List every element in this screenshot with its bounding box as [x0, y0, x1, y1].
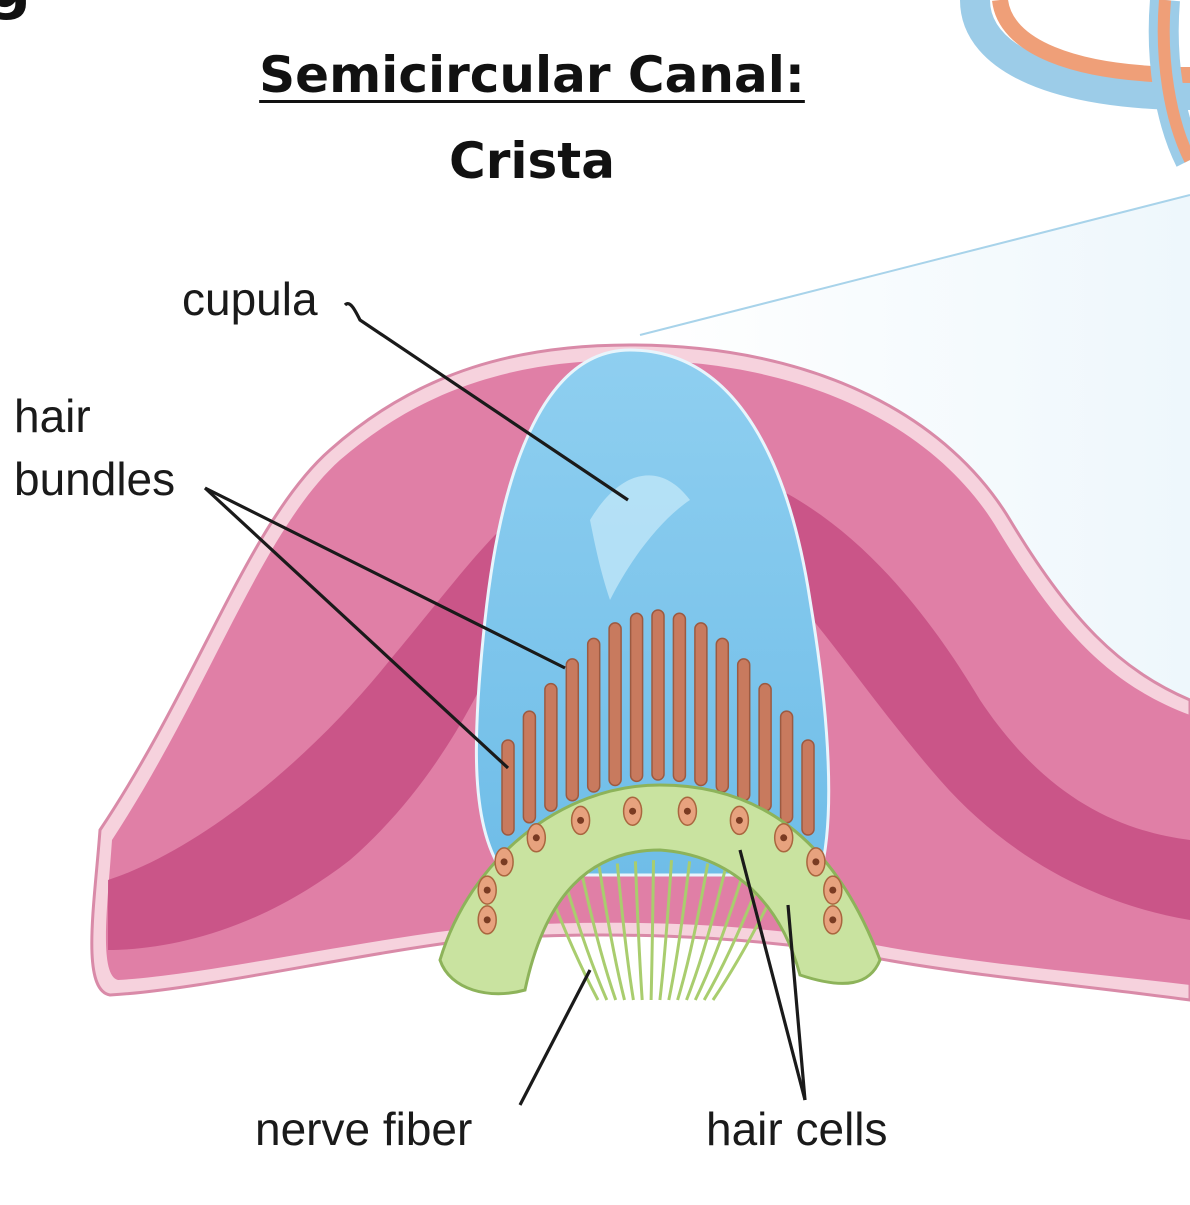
hair-cell-nucleus [683, 807, 691, 815]
nerve-fiber-strand [633, 861, 644, 1001]
corner-glyph: g [0, 0, 31, 22]
hair-bundle [565, 658, 580, 802]
hair-cell-nucleus [812, 858, 820, 866]
label-cupula: cupula [182, 273, 318, 325]
hair-bundle [715, 637, 730, 793]
hair-bundle [779, 710, 794, 824]
label-hair-bundles-line-2: bundles [14, 453, 176, 505]
hair-bundle [651, 609, 665, 781]
canal-loop [960, 0, 1190, 167]
hair-cell-nucleus [577, 816, 585, 824]
nerve-fiber-strand [693, 870, 746, 1001]
hair-cell-nucleus [483, 886, 491, 894]
hair-bundle [694, 622, 708, 787]
hair-cell-nucleus [629, 807, 637, 815]
wedge-edge-line [639, 194, 1190, 336]
hair-cell-nucleus [500, 858, 508, 866]
title-line-1: Semicircular Canal: [259, 46, 805, 104]
hair-bundles [501, 609, 815, 836]
hair-bundle [522, 710, 537, 824]
hair-bundle [672, 612, 687, 783]
hair-cell-nucleus [483, 916, 491, 924]
hair-bundle [544, 682, 558, 812]
nerve-fiber-strand [649, 860, 655, 1001]
nerve-fiber-strand [615, 863, 635, 1001]
hair-cell-nucleus [532, 834, 540, 842]
hair-cell-nucleus [780, 834, 788, 842]
nerve-fiber-strand [667, 861, 692, 1001]
leader-lines [203, 302, 807, 1106]
hair-cell-nucleus [829, 916, 837, 924]
hair-bundle [629, 612, 644, 783]
label-hair-cells: hair cells [706, 1103, 888, 1155]
nerve-fiber-strand [597, 866, 626, 1001]
nerve-fiber-strand [658, 860, 673, 1001]
hair-bundle [758, 682, 772, 812]
nerve-fiber-strand [685, 866, 728, 1001]
hair-cells [477, 796, 843, 935]
hair-bundle [608, 622, 622, 787]
nerve-fiber-strand [579, 870, 618, 1001]
hair-bundle [586, 637, 601, 793]
label-hair-bundles-line-1: hair [14, 390, 91, 442]
hair-cell-layer [438, 783, 882, 996]
label-nerve-fiber: nerve fiber [255, 1103, 473, 1155]
title-line-2: Crista [449, 132, 615, 190]
hair-cell-nucleus [735, 816, 743, 824]
hair-bundle [736, 658, 751, 802]
hair-bundle [801, 739, 815, 836]
hair-cell-nucleus [829, 886, 837, 894]
nerve-fiber-strand [676, 863, 710, 1001]
hair-bundle [501, 739, 515, 836]
